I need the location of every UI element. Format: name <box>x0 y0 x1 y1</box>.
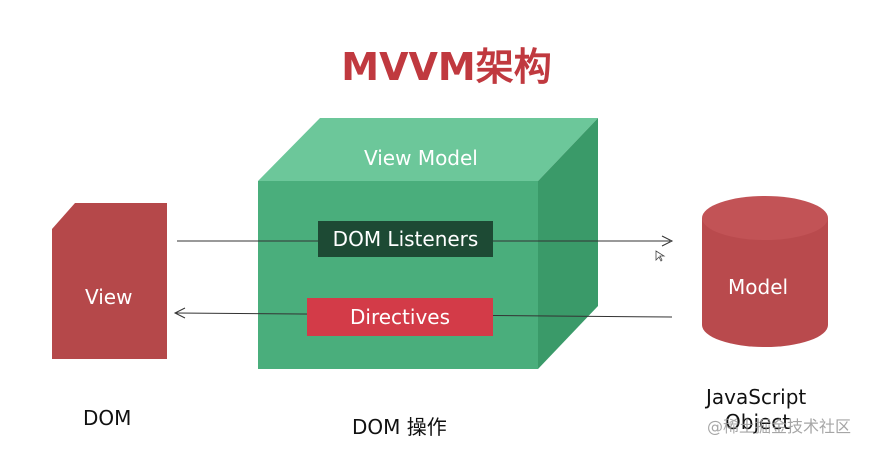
diagram-title: MVVM架构 <box>341 45 552 89</box>
directives-box: Directives <box>307 298 493 336</box>
view-card-shape <box>52 203 167 359</box>
arrowhead-right <box>661 235 674 247</box>
view-model-label: View Model <box>364 146 478 170</box>
view-label: View <box>85 285 133 309</box>
model-cylinder-shape <box>702 196 828 347</box>
dom-listeners-label: DOM Listeners <box>332 227 479 251</box>
view-caption: DOM <box>83 406 132 430</box>
watermark: @稀土掘金技术社区 <box>707 417 852 436</box>
model-caption-line2: Object <box>725 410 791 434</box>
model-label: Model <box>728 275 789 299</box>
cube-side-face <box>538 118 598 369</box>
cube-front-face <box>258 181 538 369</box>
dom-operations-caption: DOM 操作 <box>352 415 447 439</box>
directives-label: Directives <box>350 305 450 329</box>
cursor-icon <box>655 250 666 262</box>
arrowhead-left <box>173 307 186 319</box>
cube-top-face <box>258 118 598 181</box>
dom-listeners-box: DOM Listeners <box>318 221 493 257</box>
model-caption-line1: JavaScript <box>706 385 807 409</box>
